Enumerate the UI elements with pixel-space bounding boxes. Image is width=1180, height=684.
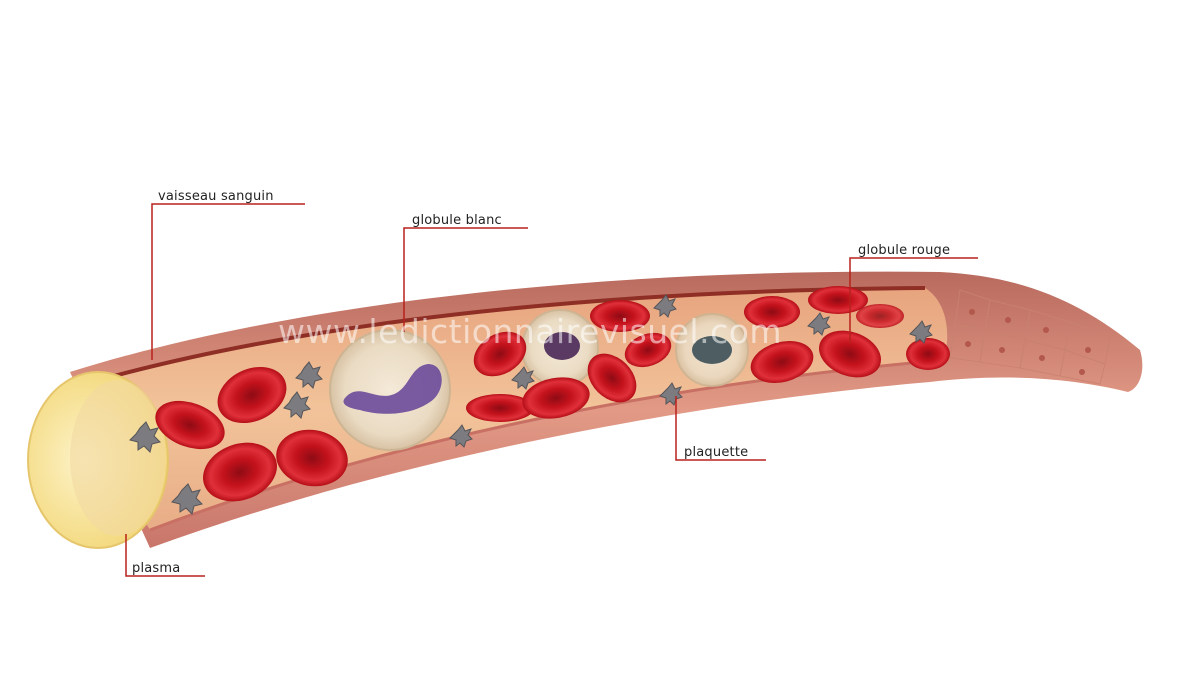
white-blood-cell-medium — [522, 310, 598, 386]
label-platelet: plaquette — [684, 445, 748, 460]
label-white-cell: globule blanc — [412, 213, 502, 228]
red-blood-cell — [808, 286, 868, 314]
label-red-cell: globule rouge — [858, 243, 950, 258]
white-blood-cell-small — [676, 314, 748, 386]
red-blood-cell — [744, 296, 800, 328]
red-blood-cell — [906, 338, 950, 370]
red-blood-cell — [590, 300, 650, 332]
label-vessel: vaisseau sanguin — [158, 189, 274, 204]
red-blood-cell — [856, 304, 904, 328]
white-blood-cell-large — [330, 330, 450, 450]
label-plasma: plasma — [132, 561, 180, 576]
